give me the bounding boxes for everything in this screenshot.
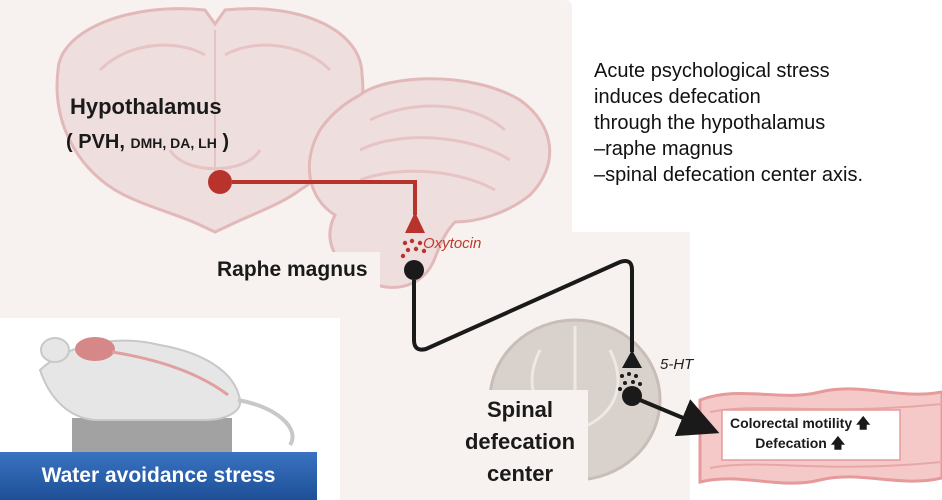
summary-line: induces defecation xyxy=(594,86,761,108)
raphe-magnus-label: Raphe magnus xyxy=(205,252,380,288)
oxytocin-terminal xyxy=(405,212,425,233)
spinal-defecation-center-label: Spinal defecation center xyxy=(452,390,588,494)
paren-open: ( xyxy=(66,131,73,153)
summary-line: –raphe magnus xyxy=(594,138,733,160)
summary-text: Acute psychological stress induces defec… xyxy=(594,58,934,188)
oxytocin-vesicles xyxy=(400,238,427,259)
summary-line: –spinal defecation center axis. xyxy=(594,164,864,186)
oxytocin-label: Oxytocin xyxy=(423,235,482,252)
colon-icon xyxy=(698,387,942,485)
pvh-label: PVH, xyxy=(78,131,125,153)
other-nuclei-label: DMH, DA, LH xyxy=(130,135,217,151)
mouse-icon xyxy=(38,337,295,452)
summary-line: through the hypothalamus xyxy=(594,112,826,134)
summary-line: Acute psychological stress xyxy=(594,60,830,82)
brain-coronal-icon xyxy=(55,7,365,234)
colon-motility-row: Colorectal motility 🡅 xyxy=(730,413,870,433)
defecation-row: Defecation 🡅 xyxy=(730,433,870,453)
spinal-label-line2: defecation xyxy=(464,429,576,454)
water-avoidance-stress-bar: Water avoidance stress xyxy=(0,452,317,500)
serotonin-vesicles xyxy=(618,372,642,391)
up-arrow-icon: 🡅 xyxy=(830,435,846,451)
hypothalamus-label: Hypothalamus xyxy=(70,94,222,119)
serotonin-label: 5-HT xyxy=(660,356,694,373)
oxytocin-pathway xyxy=(208,170,427,259)
serotonin-terminal xyxy=(622,350,642,368)
hypothalamus-nuclei: ( PVH, DMH, DA, LH ) xyxy=(66,131,229,154)
colon-arrow xyxy=(639,398,720,437)
raphe-neuron xyxy=(404,260,424,280)
water-avoidance-stress-label: Water avoidance stress xyxy=(41,464,276,487)
brainstem-icon xyxy=(307,77,552,289)
spinal-label-line3: center xyxy=(486,461,554,486)
spinal-label-line1: Spinal xyxy=(486,397,553,422)
defecation-label: Defecation xyxy=(755,435,827,451)
up-arrow-icon: 🡅 xyxy=(856,415,871,431)
colon-effects-label: Colorectal motility 🡅 Defecation 🡅 xyxy=(730,413,870,453)
spinal-neuron xyxy=(622,386,642,406)
colorectal-motility-label: Colorectal motility xyxy=(730,415,853,431)
paren-close: ) xyxy=(222,131,230,153)
serotonin-pathway xyxy=(404,259,720,437)
hypothalamus-neuron xyxy=(208,170,232,194)
